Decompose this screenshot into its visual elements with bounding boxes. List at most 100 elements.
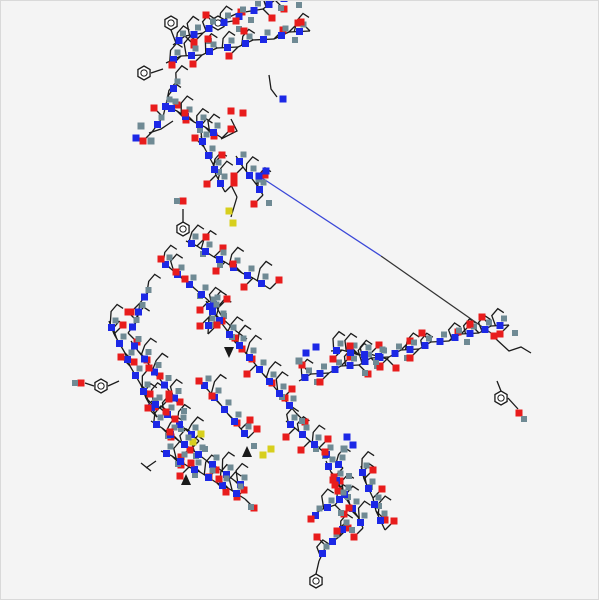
oxygen-atom [130,358,138,366]
nitrogen-atom [250,7,258,14]
nitrogen-atom [205,25,213,32]
oxygen-atom [223,295,231,303]
oxygen-atom [307,515,315,523]
hydrogen-atom [186,106,193,113]
nitrogen-atom [421,342,429,349]
hydrogen-atom [220,310,227,317]
hydrogen-atom [340,489,347,496]
nitrogen-atom [451,334,459,341]
bond [220,118,238,140]
oxygen-atom [176,472,184,480]
bond [84,382,95,387]
hydrogen-atom [343,519,350,526]
oxygen-atom [344,524,352,532]
nitrogen-atom [190,31,198,38]
nitrogen-atom [202,248,209,255]
hydrogen-atom [363,462,370,469]
nitrogen-atom [246,354,253,361]
nitrogen-atom [496,322,504,329]
nitrogen-atom [209,308,216,315]
oxygen-atom [117,353,125,361]
hydrogen-atom [133,317,140,323]
nitrogen-atom [296,28,303,35]
hydrogen-atom [379,346,386,353]
bond [169,253,184,272]
nitrogen-atom [311,441,318,448]
nitrogen-atom [236,158,243,165]
oxygen-atom [346,342,354,350]
nitrogen-atom [129,323,136,331]
oxygen-atom [225,52,233,60]
hydrogen-atom [227,464,234,471]
hydrogen-atom [241,474,248,481]
stereo-wedge [181,474,191,485]
benzene-ring [494,390,508,406]
oxygen-atom [181,275,189,283]
bond [170,29,177,44]
nitrogen-atom [108,324,115,331]
hydrogen-atom [72,380,78,386]
hydrogen-atom [426,335,432,342]
hydrogen-atom [230,324,237,331]
nitrogen-atom [163,450,170,457]
hydrogen-atom [501,315,507,322]
oxygen-atom [219,244,227,252]
nitrogen-atom [170,85,177,92]
bond [245,334,263,354]
oxygen-atom [346,353,354,361]
sulfur-atom [225,207,233,215]
crosslink-bond [380,255,492,334]
oxygen-atom [176,398,184,406]
nitrogen-atom [276,390,283,397]
hydrogen-atom [181,451,188,458]
nitrogen-atom [135,308,142,316]
hydrogen-atom [250,347,257,354]
nitrogen-atom [206,303,213,310]
hydrogen-atom [456,327,462,334]
oxygen-atom [124,308,132,316]
hydrogen-atom [209,467,216,474]
nitrogen-atom [280,1,288,2]
hydrogen-atom [214,294,221,301]
hydrogen-atom [190,274,197,281]
nitrogen-atom [279,95,287,103]
nitrogen-atom [186,281,193,288]
hydrogen-atom [323,543,330,550]
hydrogen-atom [336,359,342,366]
oxygen-atom [490,332,498,340]
oxygen-atom [190,38,198,46]
bond [208,286,222,303]
hydrogen-atom [192,233,199,240]
bond [183,35,197,56]
oxygen-atom [196,322,204,330]
hydrogen-atom [337,470,344,477]
oxygen-atom [208,392,216,400]
nitrogen-atom [162,261,169,268]
oxygen-atom [406,354,414,362]
bond [188,224,205,243]
hydrogen-atom [195,459,202,466]
nitrogen-atom [278,32,285,39]
hydrogen-atom [521,416,527,422]
hydrogen-atom [291,414,298,421]
hydrogen-atom [205,375,212,382]
atom-layer [72,1,527,557]
hydrogen-atom [181,408,187,414]
hydrogen-atom [313,446,319,452]
nitrogen-atom [210,129,217,136]
oxygen-atom [213,321,221,329]
nitrogen-atom [161,381,168,389]
hydrogen-atom [306,367,312,374]
oxygen-atom [496,330,504,338]
hydrogen-atom [240,335,247,342]
hydrogen-atom [296,2,302,8]
stereo-wedge [224,347,234,358]
hydrogen-atom [234,257,241,264]
hydrogen-atom [136,365,143,372]
nitrogen-atom [188,240,195,247]
oxygen-atom [212,466,220,474]
sulfur-atom [197,430,205,438]
hydrogen-atom [351,355,357,362]
hydrogen-atom [139,302,146,308]
hydrogen-atom [329,456,336,463]
